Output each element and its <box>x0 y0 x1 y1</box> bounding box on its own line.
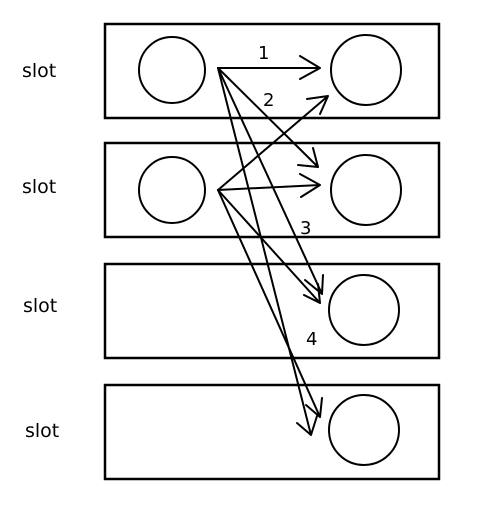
slot-label-4: slot <box>25 420 60 442</box>
arrow-label-1: 1 <box>258 43 270 64</box>
target-node-3 <box>328 274 400 346</box>
arrow <box>217 67 319 168</box>
slot-label-1: slot <box>22 60 57 82</box>
slot-box-4 <box>103 383 441 481</box>
arrow <box>217 173 321 198</box>
source-node-2 <box>138 156 206 224</box>
arrow <box>217 67 318 436</box>
slot-label-3: slot <box>23 295 58 317</box>
arrow <box>217 189 323 418</box>
arrows-from-source-1 <box>217 55 324 436</box>
target-node-4 <box>328 394 400 466</box>
arrow <box>217 95 329 191</box>
arrow <box>217 55 321 80</box>
slot-box-2 <box>103 141 441 239</box>
arrows-from-source-2 <box>217 95 329 418</box>
arrow <box>217 189 321 304</box>
target-node-1 <box>330 34 402 106</box>
arrow <box>217 67 324 295</box>
source-node-1 <box>138 36 206 104</box>
slot-label-2: slot <box>22 176 57 198</box>
arrow-label-4: 4 <box>306 329 318 350</box>
arrow-label-3: 3 <box>300 218 312 239</box>
slot-box-1 <box>103 22 441 120</box>
target-node-2 <box>330 154 402 226</box>
slot-box-3 <box>103 262 441 360</box>
arrow-label-2: 2 <box>263 90 275 111</box>
